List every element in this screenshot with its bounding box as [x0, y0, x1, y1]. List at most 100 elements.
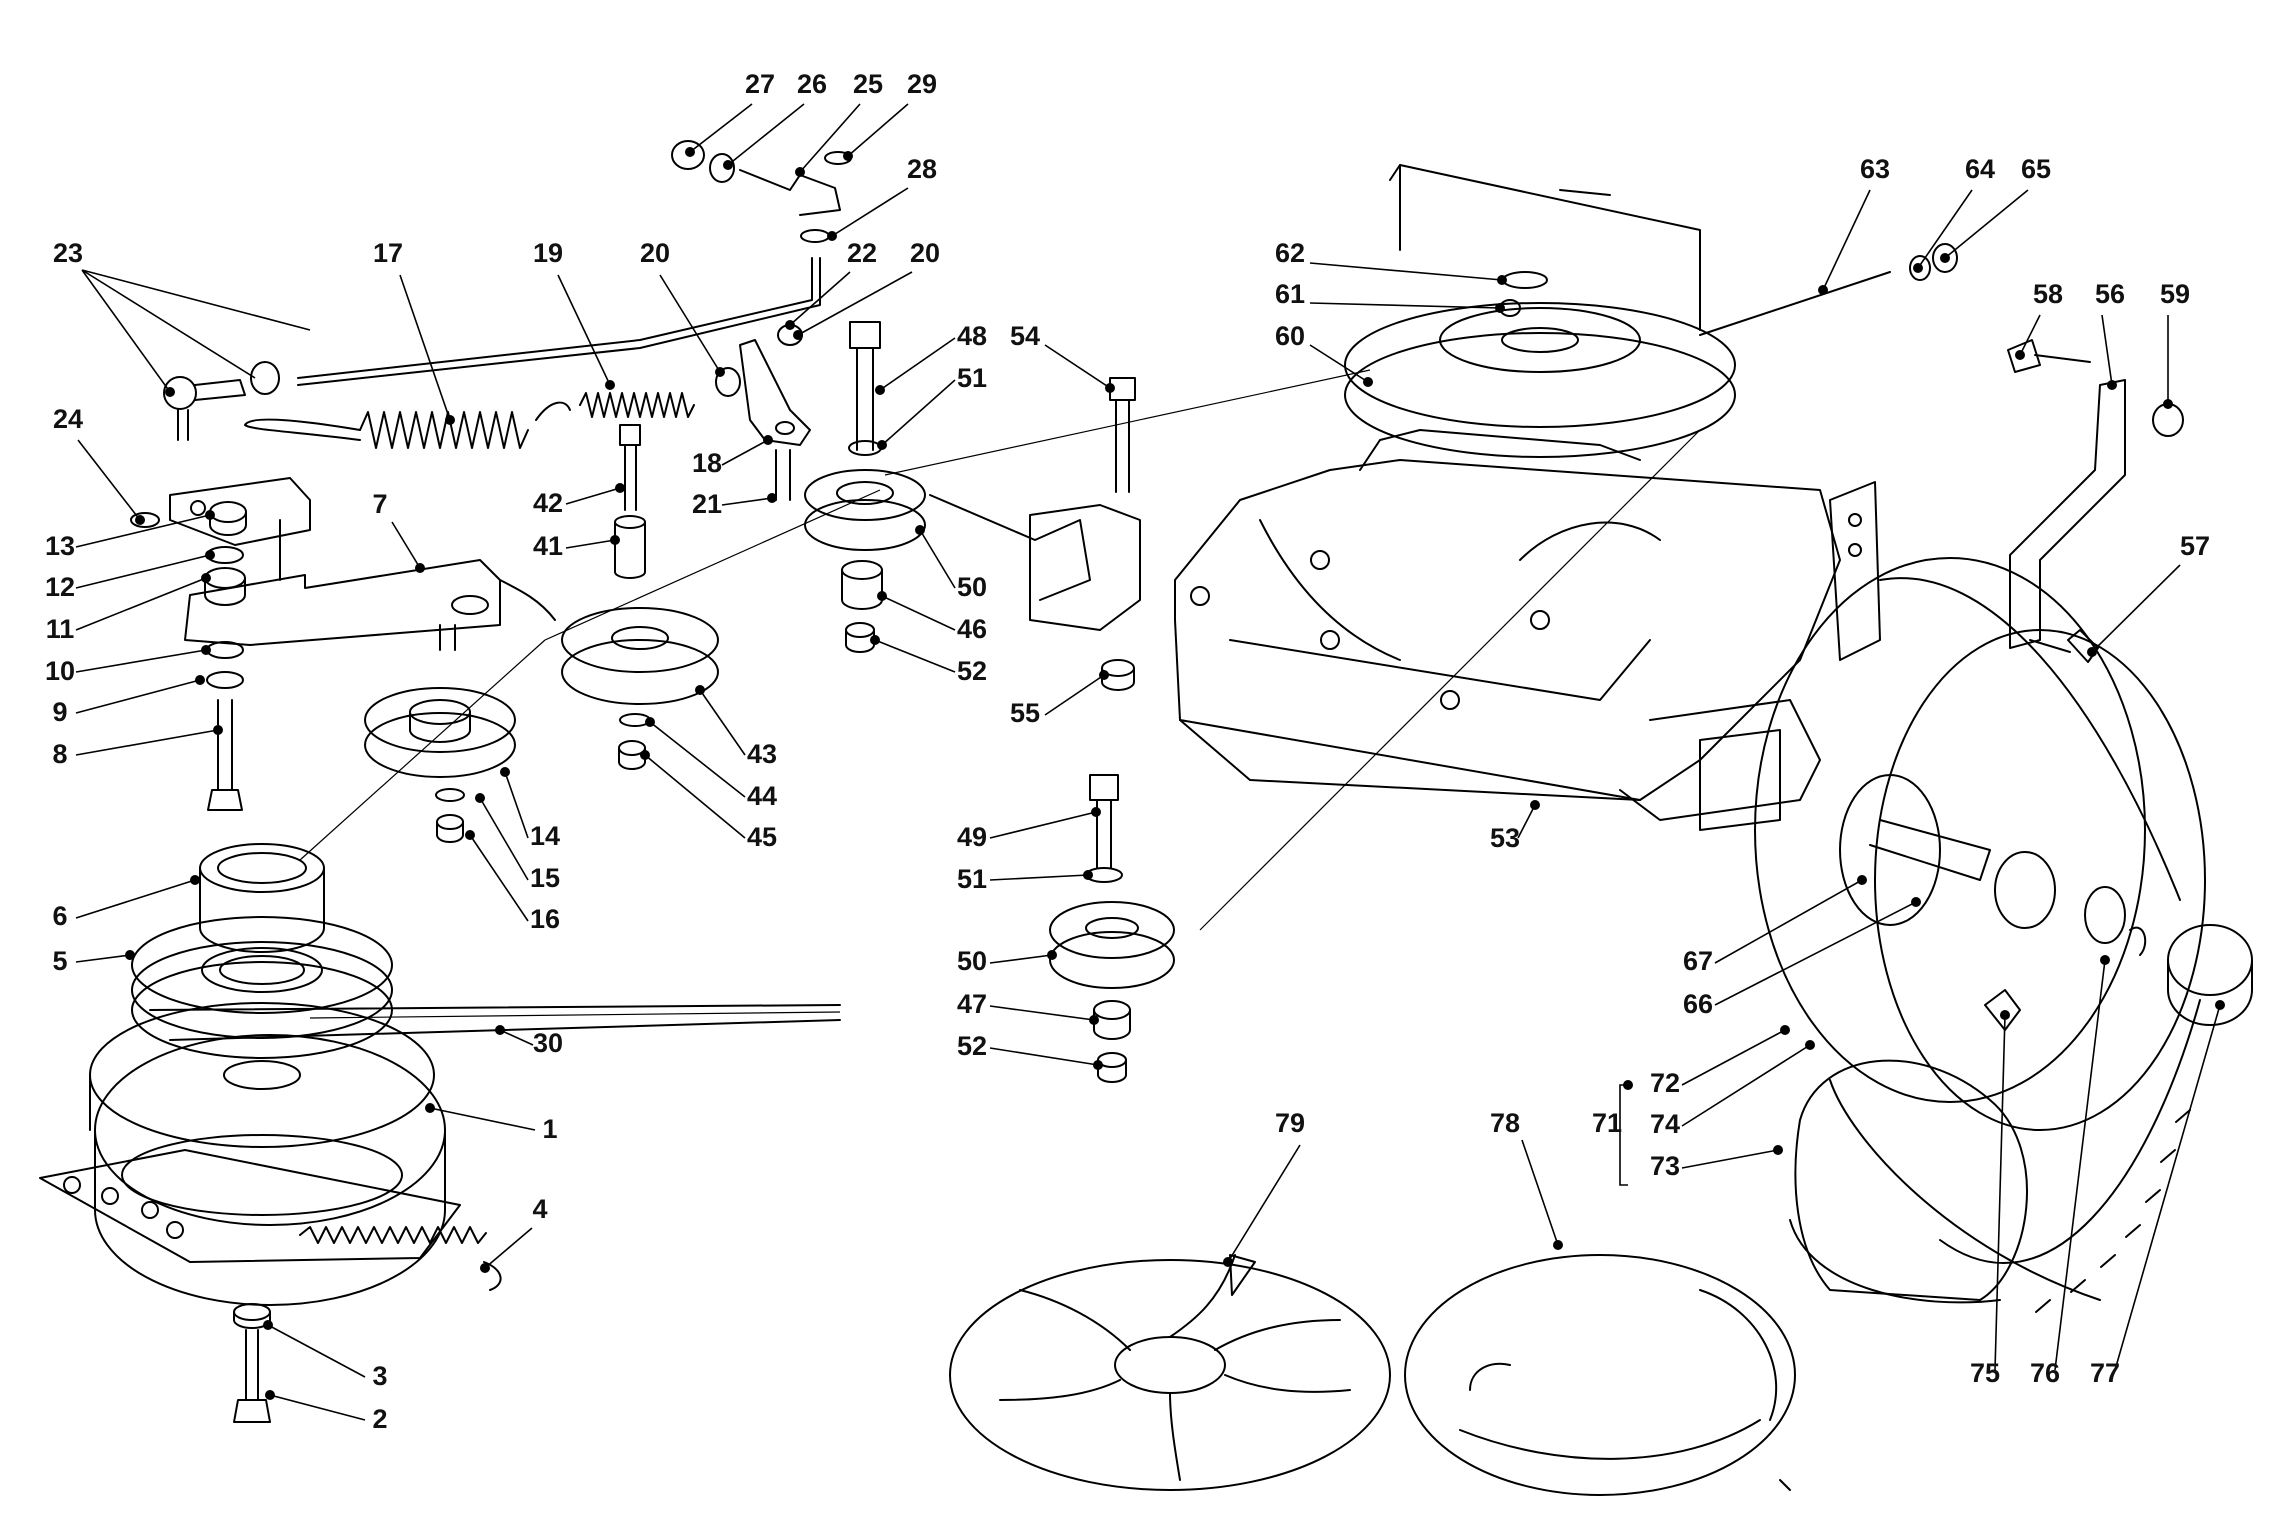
leader-line-44	[649, 721, 746, 798]
leader-line-54	[1044, 344, 1111, 389]
leader-dot-52	[870, 635, 880, 645]
leader-line-30	[499, 1029, 534, 1046]
leader-line-6	[75, 879, 196, 919]
callout-label-2: 2	[372, 1404, 387, 1434]
callout-label-11: 11	[46, 614, 75, 644]
callout-label-71: 71	[1592, 1108, 1622, 1138]
callout-label-77: 77	[2090, 1358, 2120, 1388]
leader-line-58	[2019, 314, 2041, 356]
leader-line-60	[1309, 344, 1369, 383]
leader-line-1	[429, 1107, 536, 1131]
leader-dot-54	[1105, 383, 1115, 393]
callout-label-78: 78	[1490, 1108, 1520, 1138]
callout-label-8: 8	[52, 739, 67, 769]
leader-line-27	[689, 103, 753, 153]
leader-dot-59	[2163, 399, 2173, 409]
leader-dot-45	[640, 750, 650, 760]
leader-line-76	[2054, 959, 2106, 1371]
leader-line-62	[1309, 262, 1503, 281]
leader-line-16	[469, 834, 529, 922]
leader-line-56	[2101, 314, 2113, 386]
leader-dot-6	[190, 875, 200, 885]
leader-dot-18	[763, 435, 773, 445]
leader-line-45	[644, 754, 746, 839]
leader-dot-51	[877, 440, 887, 450]
callout-label-51: 51	[957, 864, 987, 894]
leader-dot-7	[415, 563, 425, 573]
leader-line-12	[75, 554, 211, 589]
leader-dot-48	[875, 385, 885, 395]
leader-dot-13	[205, 510, 215, 520]
callout-label-21: 21	[692, 489, 722, 519]
callout-label-73: 73	[1650, 1151, 1680, 1181]
leader-line-50	[989, 954, 1053, 964]
callout-label-3: 3	[372, 1361, 387, 1391]
leader-line-41	[565, 539, 616, 549]
leader-dot-28	[827, 231, 837, 241]
leader-line-14	[504, 771, 529, 839]
leader-line-18	[721, 439, 769, 466]
leader-line-75	[1994, 1014, 2006, 1371]
callout-label-47: 47	[957, 989, 987, 1019]
leader-dot-27	[685, 147, 695, 157]
leader-dot-47	[1089, 1015, 1099, 1025]
leader-line-19	[557, 274, 611, 386]
callout-label-28: 28	[907, 154, 937, 184]
leader-dot-64	[1913, 263, 1923, 273]
callout-label-16: 16	[530, 904, 560, 934]
leader-dot-30	[495, 1025, 505, 1035]
leader-dot-10	[201, 645, 211, 655]
leader-line-78	[1521, 1139, 1559, 1246]
rear-wheel	[1754, 557, 2253, 1313]
callout-label-58: 58	[2033, 279, 2063, 309]
callout-label-18: 18	[692, 448, 722, 478]
parts-artwork	[39, 140, 2253, 1496]
callout-label-59: 59	[2160, 279, 2190, 309]
leader-line-51	[989, 874, 1089, 881]
callout-label-15: 15	[530, 863, 560, 893]
leader-dot-72	[1780, 1025, 1790, 1035]
leader-line-29	[847, 103, 909, 157]
leader-dot-79	[1223, 1257, 1233, 1267]
callout-label-26: 26	[797, 69, 827, 99]
callout-label-25: 25	[853, 69, 883, 99]
brake-bracket	[2007, 339, 2184, 663]
callout-leaders	[75, 103, 2225, 1421]
leader-dot-20	[793, 330, 803, 340]
leader-line-20	[659, 274, 721, 373]
leader-line-4	[484, 1227, 533, 1269]
leader-dot-61	[1495, 303, 1505, 313]
leader-dot-67	[1857, 875, 1867, 885]
leader-line-28	[831, 187, 909, 237]
callout-label-24: 24	[53, 404, 83, 434]
leader-line-63	[1822, 189, 1871, 291]
pivot-bracket	[169, 477, 311, 581]
transaxle	[929, 164, 1958, 831]
leader-line-65	[1944, 189, 2029, 259]
leader-line-42	[565, 487, 621, 505]
leader-dot-71	[1623, 1080, 1633, 1090]
leader-dot-52	[1093, 1060, 1103, 1070]
leader-line-47	[989, 1005, 1095, 1021]
leader-dot-51	[1083, 870, 1093, 880]
leader-line-46	[881, 595, 956, 631]
leader-line-11	[75, 577, 207, 631]
leader-line-2	[269, 1394, 366, 1421]
callout-label-1: 1	[542, 1114, 557, 1144]
callout-label-74: 74	[1650, 1109, 1680, 1139]
callout-label-67: 67	[1683, 946, 1713, 976]
leader-dot-63	[1818, 285, 1828, 295]
callout-label-45: 45	[747, 822, 777, 852]
leader-line-72	[1681, 1029, 1786, 1086]
callout-label-66: 66	[1683, 989, 1713, 1019]
leader-line-21	[721, 497, 773, 506]
leader-dot-60	[1363, 377, 1373, 387]
leader-dot-77	[2215, 1000, 2225, 1010]
callout-label-22: 22	[847, 238, 877, 268]
callout-label-23: 23	[53, 238, 83, 268]
callout-label-44: 44	[747, 781, 777, 811]
callout-label-62: 62	[1275, 238, 1305, 268]
callout-label-64: 64	[1965, 154, 1995, 184]
leader-dot-3	[263, 1320, 273, 1330]
